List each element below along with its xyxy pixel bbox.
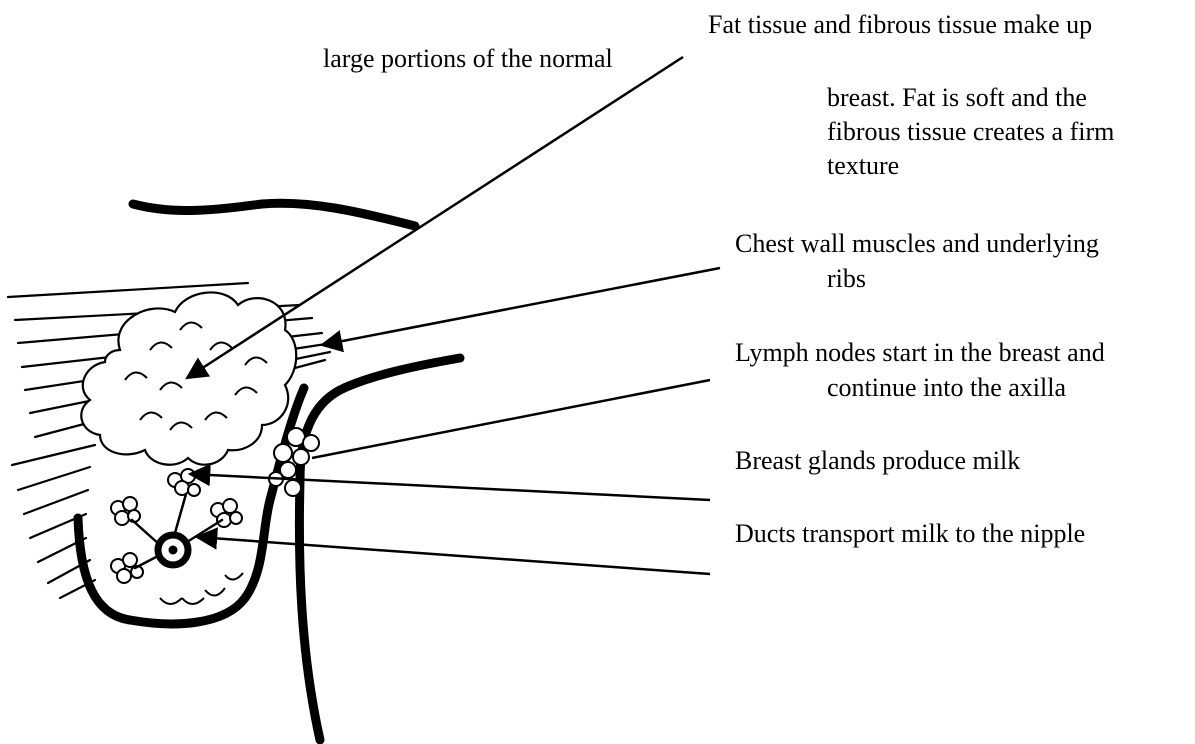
fat-leader-line bbox=[187, 57, 683, 378]
chest-wall-label-line-1: Chest wall muscles and underlying bbox=[735, 228, 1099, 260]
lower-fat-arcs bbox=[160, 573, 243, 604]
gland-left bbox=[111, 497, 140, 525]
chest-wall-leader-line bbox=[322, 268, 720, 345]
lymph-label-line-2: continue into the axilla bbox=[827, 372, 1066, 404]
glands-label: Breast glands produce milk bbox=[735, 445, 1020, 477]
chest-wall-label-line-2: ribs bbox=[827, 263, 866, 295]
ducts-leader-line bbox=[197, 537, 710, 574]
fat-label-line-3: breast. Fat is soft and the bbox=[827, 82, 1087, 114]
fat-label-line-1: Fat tissue and fibrous tissue make up bbox=[708, 9, 1092, 41]
fat-tissue-cloud bbox=[81, 292, 296, 464]
lymph-label-line-1: Lymph nodes start in the breast and bbox=[735, 337, 1105, 369]
fat-label-line-2: large portions of the normal bbox=[323, 43, 613, 75]
gland-bottom bbox=[111, 553, 143, 583]
lymph-leader-line bbox=[312, 380, 710, 458]
nipple bbox=[169, 546, 178, 555]
shoulder-curve bbox=[133, 203, 415, 226]
fat-label-line-4: fibrous tissue creates a firm bbox=[827, 116, 1114, 148]
ducts-label: Ducts transport milk to the nipple bbox=[735, 518, 1085, 550]
fat-label-line-5: texture bbox=[827, 150, 899, 182]
